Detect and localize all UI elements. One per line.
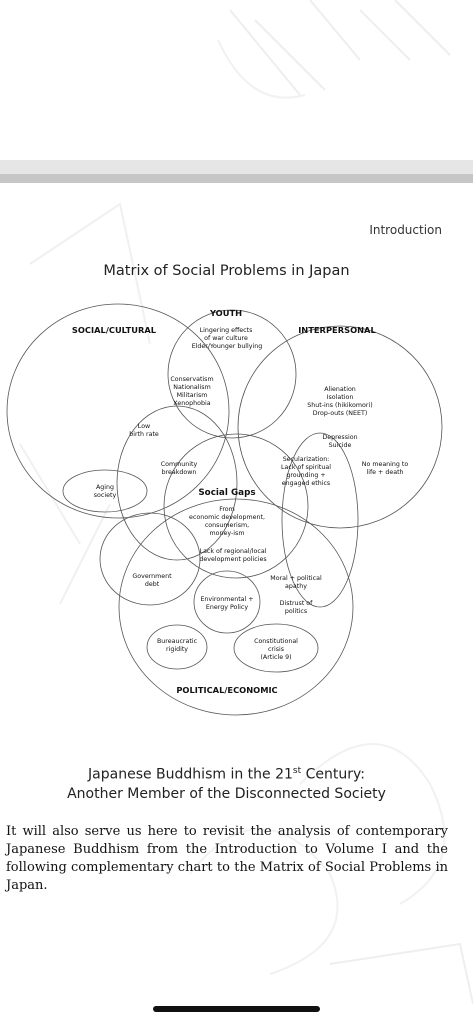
circle-bureaucratic: [146, 624, 208, 670]
watermark-top: [217, 0, 451, 99]
circle-aging: [62, 469, 148, 513]
figure-title: Matrix of Social Problems in Japan: [103, 263, 350, 279]
circle-depression: [281, 432, 359, 608]
heading-social-gaps: Social Gaps: [198, 488, 255, 498]
venn-diagram: YOUTH SOCIAL/CULTURAL INTERPERSONAL Soci…: [6, 303, 443, 716]
running-header: Introduction: [369, 223, 442, 237]
circle-social-gaps: [163, 433, 309, 579]
heading-youth: YOUTH: [209, 308, 242, 318]
circle-gov-debt: [99, 512, 201, 606]
figure-caption: Japanese Buddhism in the 21st Century: A…: [0, 762, 453, 804]
circle-political-economic: [118, 498, 354, 716]
body-paragraph: It will also serve us here to revisit th…: [6, 824, 448, 893]
heading-interpersonal: INTERPERSONAL: [298, 325, 376, 335]
circle-community: [116, 405, 238, 561]
circle-environmental: [193, 570, 261, 634]
heading-social-cultural: SOCIAL/CULTURAL: [72, 325, 157, 335]
caption-line-1: Japanese Buddhism in the 21st Century:: [88, 766, 365, 783]
label-environmental: Environmental +Energy Policy: [200, 596, 253, 611]
circle-interpersonal: [237, 325, 443, 529]
circle-constitutional: [233, 623, 319, 673]
page-separator-dark: [0, 174, 473, 183]
circle-social-cultural: [6, 303, 230, 519]
home-indicator[interactable]: [153, 1006, 320, 1012]
caption-line-2: Another Member of the Disconnected Socie…: [67, 785, 386, 802]
circle-youth: [167, 309, 297, 439]
page-separator-light: [0, 160, 473, 174]
heading-political-economic: POLITICAL/ECONOMIC: [176, 685, 277, 695]
